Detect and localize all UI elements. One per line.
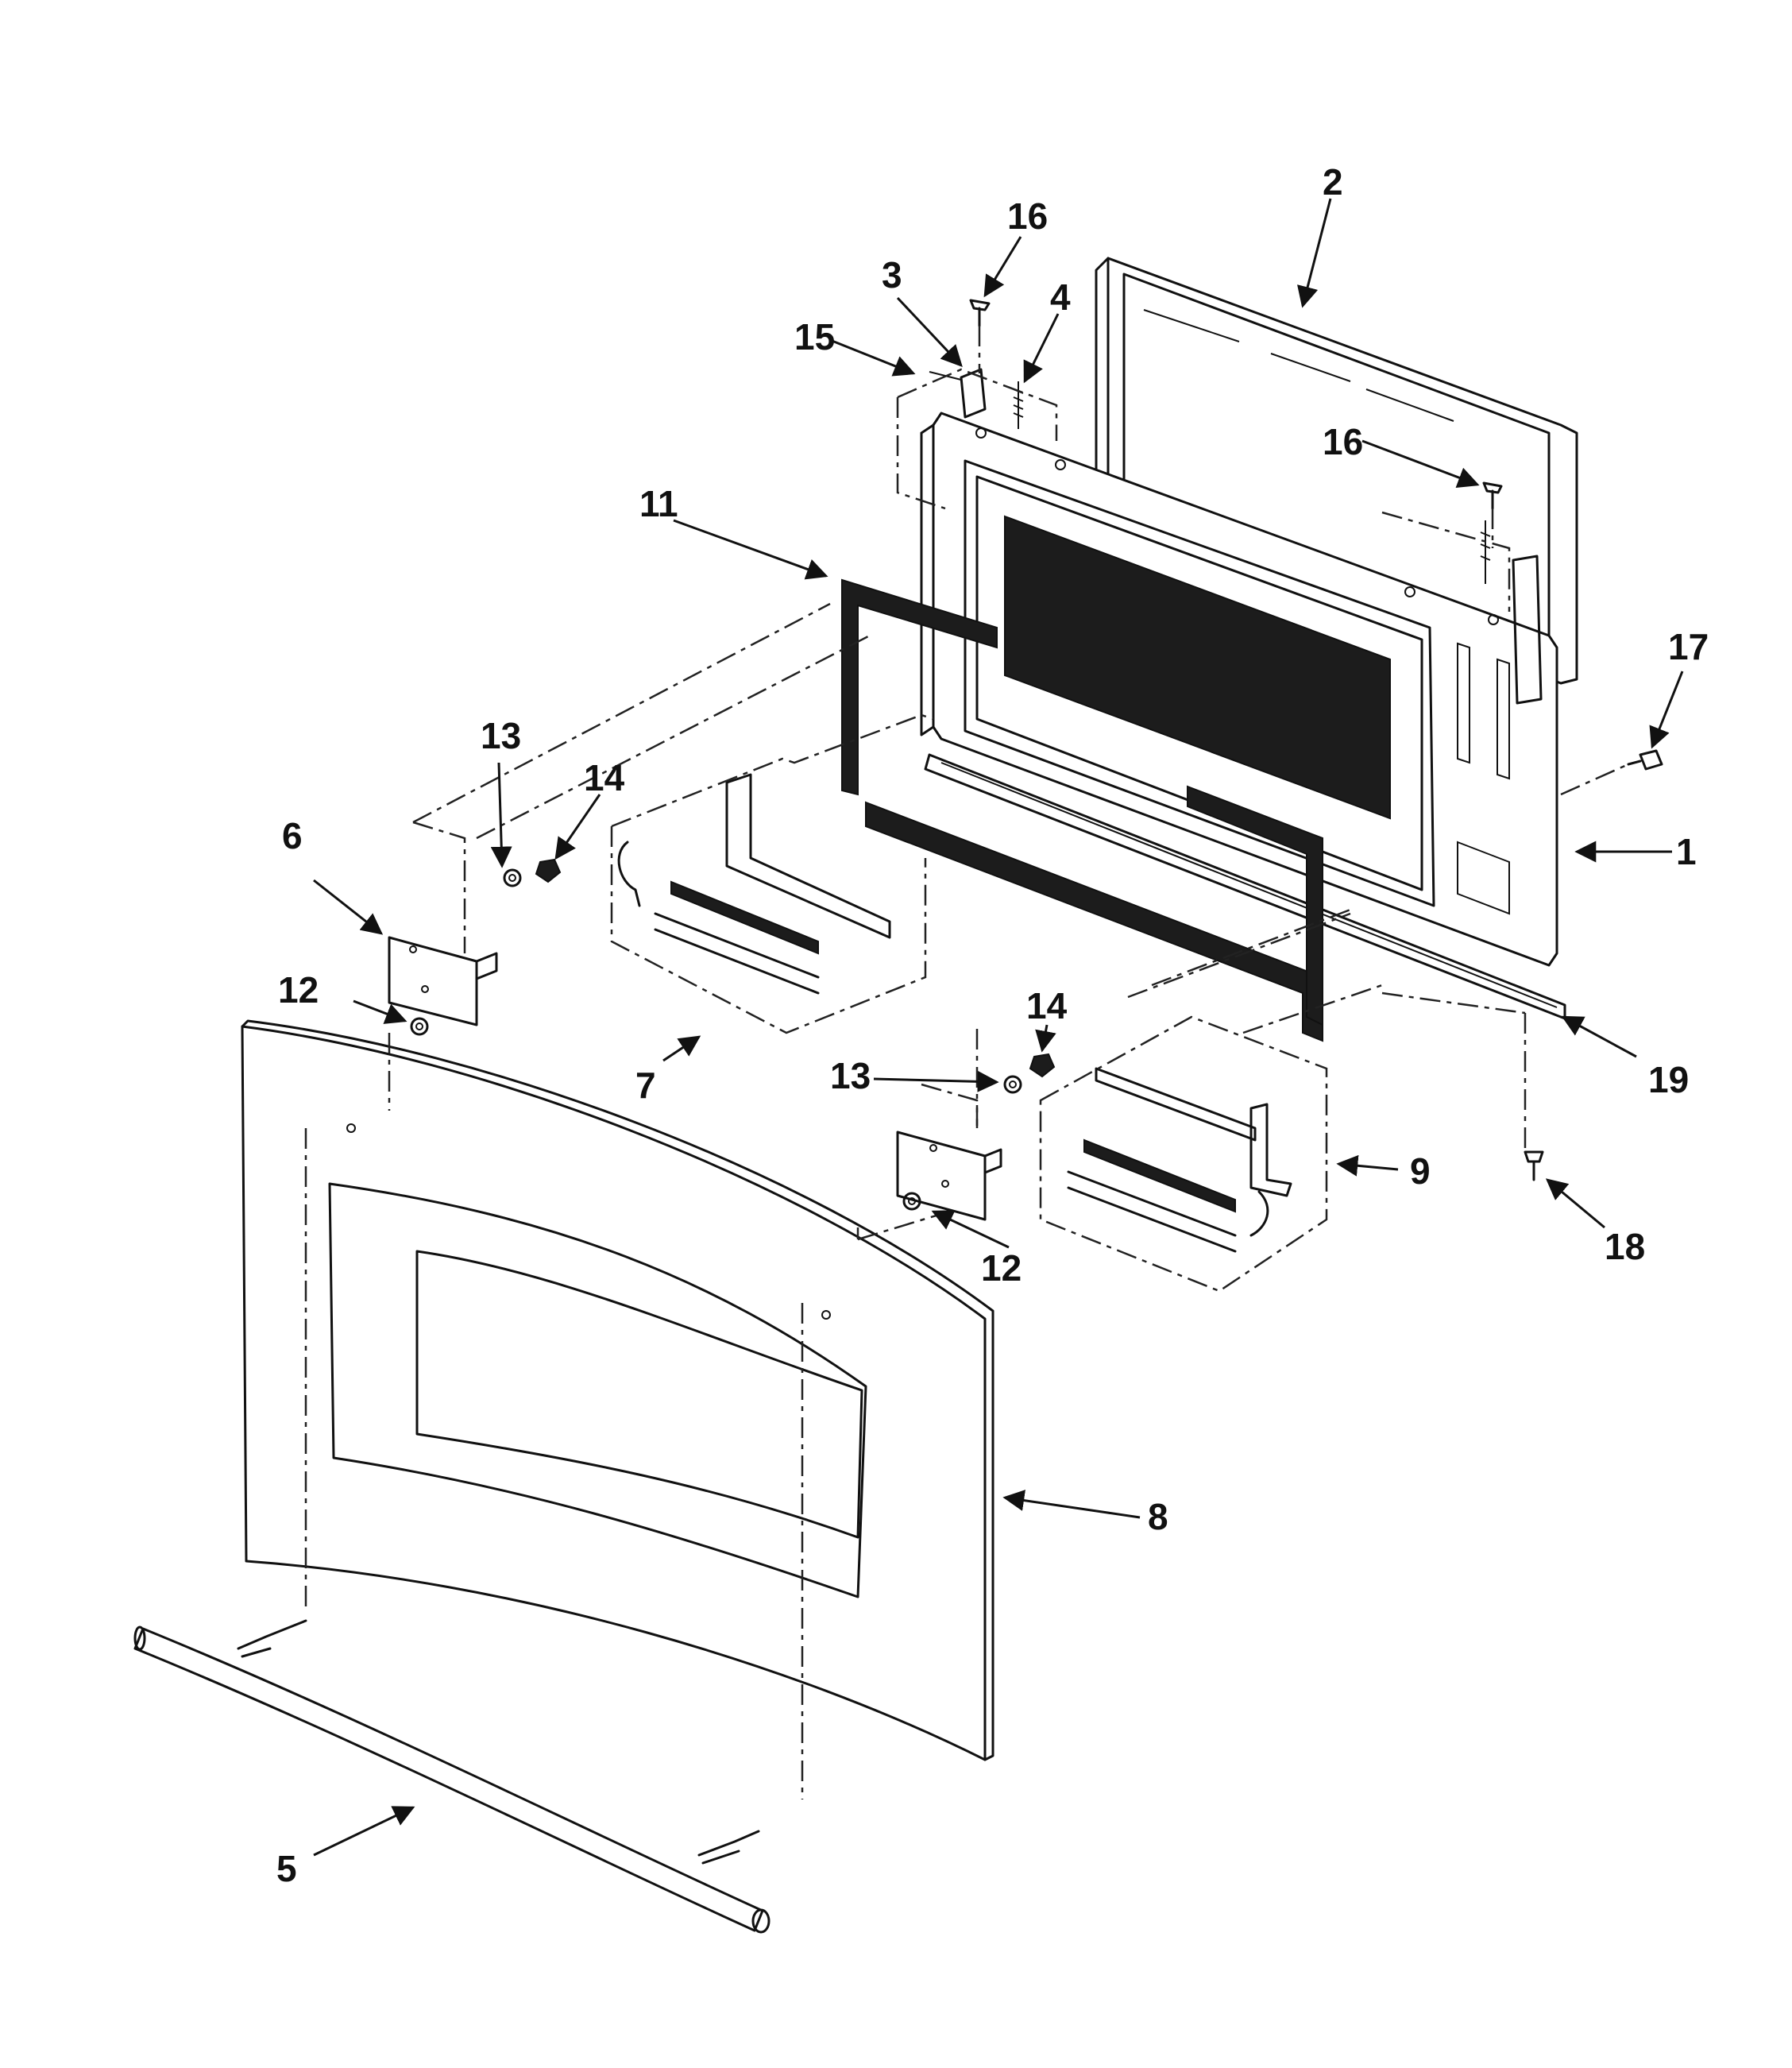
bracket-part-6b xyxy=(896,1131,1002,1221)
screw-part-16a xyxy=(969,299,991,327)
callout-14b: 14 xyxy=(1026,985,1068,1026)
washer-part-12b xyxy=(902,1192,921,1211)
callout-6: 6 xyxy=(282,815,303,856)
callout-5: 5 xyxy=(276,1848,297,1889)
callout-16b: 16 xyxy=(1323,421,1363,462)
outer-door-panel-part-8 xyxy=(241,1019,994,1761)
callout-13a: 13 xyxy=(481,715,521,756)
callout-leaders xyxy=(313,198,1684,1857)
callout-17: 17 xyxy=(1668,626,1709,667)
callout-12a: 12 xyxy=(278,969,319,1011)
callout-15: 15 xyxy=(794,316,835,358)
door-gasket-part-11 xyxy=(841,578,1323,1042)
callout-labels: 1 2 3 4 5 6 7 8 9 11 12 12 13 13 14 14 1… xyxy=(276,161,1709,1889)
callout-3: 3 xyxy=(882,254,902,296)
nut-part-14a xyxy=(535,858,562,883)
hinge-assembly-part-9 xyxy=(1067,1067,1292,1253)
callout-2: 2 xyxy=(1323,161,1343,203)
washer-part-13a xyxy=(503,868,522,887)
callout-8: 8 xyxy=(1148,1496,1168,1537)
nut-part-14b xyxy=(1029,1053,1056,1078)
hinge-assembly-part-7 xyxy=(617,773,891,995)
callout-14a: 14 xyxy=(584,757,625,798)
callout-13b: 13 xyxy=(830,1055,871,1096)
callout-16a: 16 xyxy=(1007,195,1048,237)
callout-7: 7 xyxy=(635,1065,656,1106)
right-hinge-part xyxy=(1480,520,1543,705)
screw-part-18 xyxy=(1524,1150,1544,1181)
callout-1: 1 xyxy=(1676,831,1697,872)
door-handle-part-5 xyxy=(133,1619,770,1934)
bracket-part-6 xyxy=(388,936,498,1026)
screw-part-17 xyxy=(1627,749,1663,771)
callout-18: 18 xyxy=(1605,1226,1645,1267)
assembly-guide-lines xyxy=(304,326,1629,1799)
hinge-clip-part-3 xyxy=(929,368,987,419)
callout-11: 11 xyxy=(639,483,678,524)
screw-part-16b xyxy=(1482,481,1503,510)
callout-4: 4 xyxy=(1050,276,1071,318)
callout-19: 19 xyxy=(1648,1059,1689,1100)
washer-part-13b xyxy=(1003,1075,1022,1094)
washer-part-12a xyxy=(410,1017,429,1036)
callout-12b: 12 xyxy=(981,1247,1022,1289)
spring-part-4 xyxy=(1013,381,1024,429)
callout-9: 9 xyxy=(1410,1150,1431,1192)
